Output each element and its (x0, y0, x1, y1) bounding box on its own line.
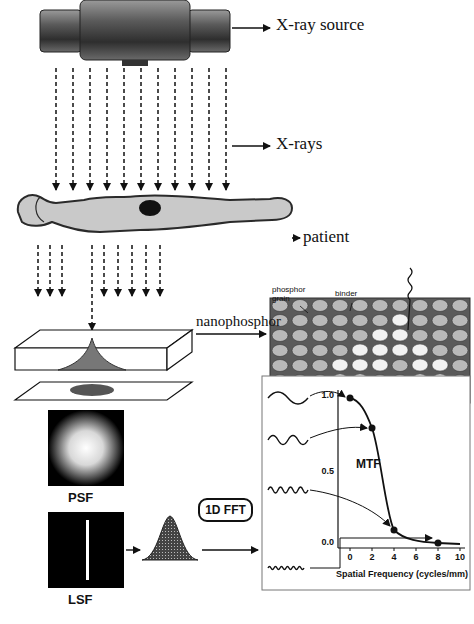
image-label: PSF (68, 491, 93, 505)
part-label: patient (303, 228, 349, 247)
tick-label: 4 (384, 553, 404, 563)
part-label: X-ray source (276, 16, 364, 35)
box-text: 1D FFT (205, 503, 246, 517)
axis-title: Spatial Frequency (cycles/mm) (336, 570, 468, 580)
tick-label: 0.0 (306, 538, 334, 548)
tick-label: 8 (428, 553, 448, 563)
tick-label: 0 (340, 553, 360, 563)
image-label: LSF (68, 593, 93, 607)
process-box: 1D FFT (198, 498, 253, 522)
part-label: X-rays (276, 135, 322, 154)
tick-label: 1.0 (306, 391, 334, 401)
callout-label: phosphor grain (272, 286, 302, 304)
tick-label: 10 (450, 553, 470, 563)
callout-label: binder (335, 290, 357, 299)
tick-label: 6 (406, 553, 426, 563)
curve-label: MTF (356, 458, 381, 471)
tick-label: 2 (362, 553, 382, 563)
part-label: nanophosphor (196, 313, 281, 330)
tick-label: 0.5 (306, 467, 334, 477)
